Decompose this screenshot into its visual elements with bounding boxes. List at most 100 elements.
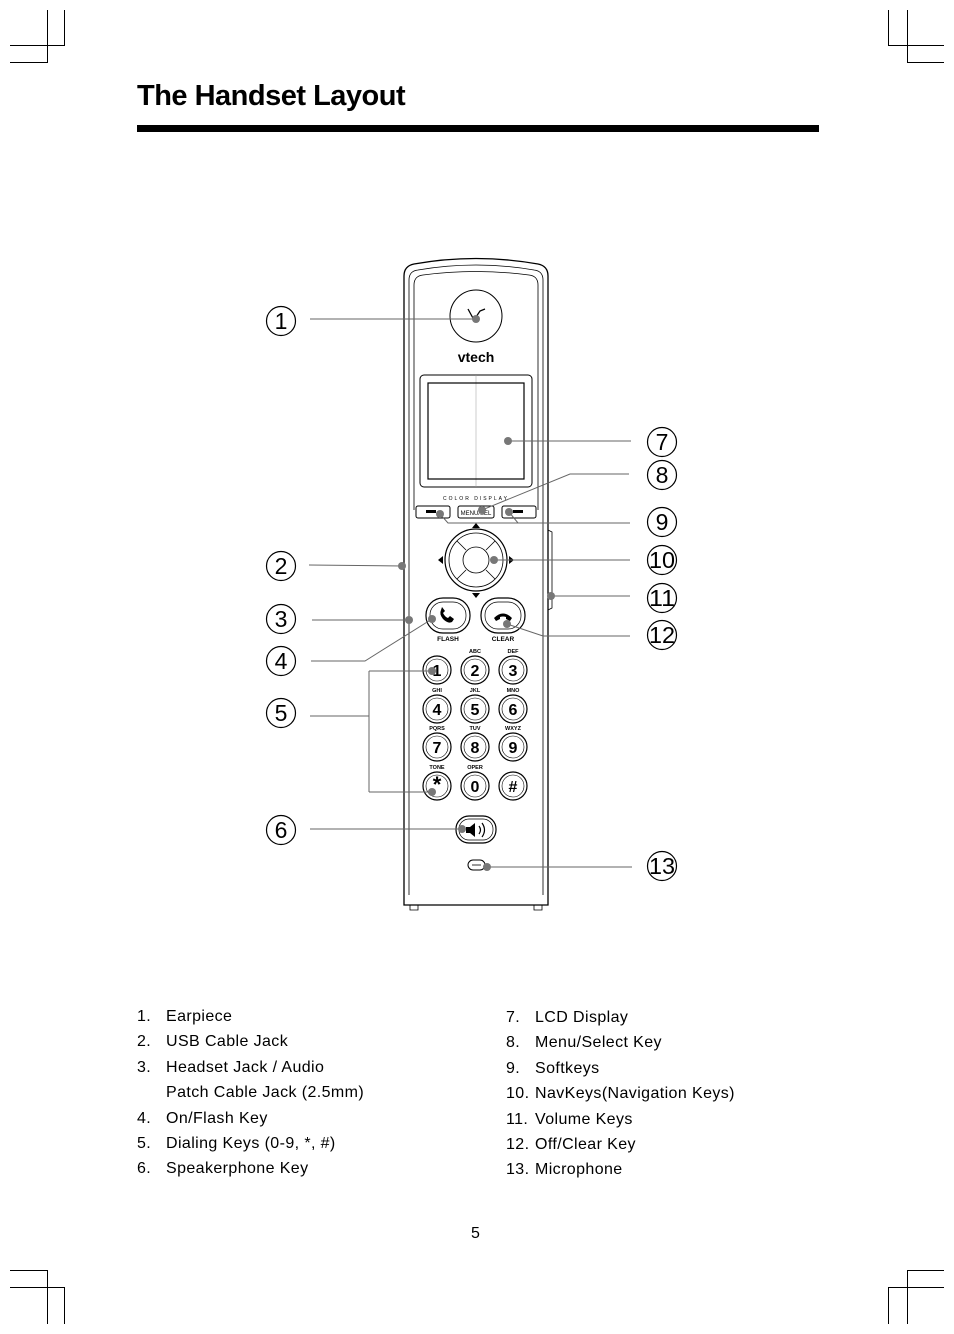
color-display-label: COLOR DISPLAY <box>443 496 509 502</box>
svg-text:5: 5 <box>275 700 288 726</box>
callout-11: 11 <box>646 582 678 614</box>
dial-key-4: 4 GHI <box>422 688 452 724</box>
dial-key-letters: JKL <box>470 688 481 694</box>
dial-key-letters: OPER <box>467 765 483 771</box>
leader-12 <box>506 623 630 637</box>
callout-2: 2 <box>265 550 297 582</box>
handset-body <box>403 257 549 906</box>
callout-5: 5 <box>265 697 297 729</box>
callout-10: 10 <box>646 544 678 576</box>
legend-right: 7.LCD Display 8.Menu/Select Key 9.Softke… <box>506 1005 735 1183</box>
dial-key-letters: WXYZ <box>505 726 522 732</box>
leader-8 <box>481 473 629 511</box>
svg-text:9: 9 <box>656 509 669 535</box>
dial-key-digit: 1 <box>433 663 442 680</box>
dial-key-letters: TUV <box>470 726 481 732</box>
dial-key-9: 9 WXYZ <box>498 726 528 762</box>
legend-item-volume-keys: 11.Volume Keys <box>506 1110 633 1128</box>
legend-item-microphone: 13.Microphone <box>506 1161 623 1179</box>
dial-key-3: 3 DEF <box>498 649 528 685</box>
callout-7: 7 <box>646 426 678 458</box>
callout-8: 8 <box>646 459 678 491</box>
dial-key-8: 8 TUV <box>460 726 490 762</box>
legend-item-on-flash-key: 4.On/Flash Key <box>137 1109 268 1127</box>
dial-key-letters: TONE <box>429 765 445 771</box>
page-number: 5 <box>471 1225 480 1242</box>
callout-3: 3 <box>265 603 297 635</box>
dial-key-star: *TONE <box>422 765 452 801</box>
svg-text:1: 1 <box>275 308 288 334</box>
leader-9 <box>439 511 630 524</box>
svg-text:2: 2 <box>275 553 288 579</box>
svg-text:10: 10 <box>649 547 675 573</box>
legend-item-navkeys: 10.NavKeys(Navigation Keys) <box>506 1085 735 1103</box>
menu-select-key <box>457 505 495 519</box>
legend-item-usb-cable-jack: 2.USB Cable Jack <box>137 1033 289 1051</box>
on-flash-key <box>425 597 471 634</box>
dial-key-digit: # <box>509 779 518 796</box>
leader-5 <box>310 670 432 793</box>
speaker-icon <box>466 823 475 837</box>
legend-item-lcd-display: 7.LCD Display <box>506 1009 629 1026</box>
dial-key-digit: 8 <box>471 740 480 757</box>
svg-text:4: 4 <box>275 648 288 674</box>
dial-key-1: 1 <box>422 655 452 685</box>
dial-key-7: 7 PQRS <box>422 726 452 762</box>
brand-logo: vtech <box>458 349 495 365</box>
lcd-display <box>427 382 525 480</box>
dial-key-letters: MNO <box>507 688 521 694</box>
earpiece <box>449 289 503 343</box>
dial-key-hash: # <box>498 771 528 801</box>
legend-item-off-clear-key: 12.Off/Clear Key <box>506 1135 636 1153</box>
dial-key-6: 6 MNO <box>498 688 528 724</box>
dial-key-letters: GHI <box>432 688 442 694</box>
nav-down-arrow-icon <box>472 593 480 598</box>
leader-2 <box>308 564 403 567</box>
dial-key-digit: 2 <box>471 663 480 680</box>
page-title: The Handset Layout <box>137 80 406 112</box>
dial-key-letters: DEF <box>508 649 520 655</box>
menu-select-label: MENU/SEL <box>461 511 492 517</box>
phone-off-icon <box>494 613 512 621</box>
dial-key-digit: * <box>433 772 442 797</box>
callout-13: 13 <box>646 850 678 882</box>
svg-text:11: 11 <box>649 585 675 611</box>
dial-key-2: 2 ABC <box>460 649 490 685</box>
svg-text:13: 13 <box>649 853 675 879</box>
phone-on-icon <box>440 607 454 623</box>
dial-key-digit: 7 <box>433 740 442 757</box>
softkey-left <box>415 505 451 519</box>
title-rule <box>137 125 819 132</box>
legend-item-speakerphone-key: 6.Speakerphone Key <box>137 1160 309 1178</box>
callout-4: 4 <box>265 645 297 677</box>
dial-key-0: 0 OPER <box>460 765 490 801</box>
dial-key-digit: 6 <box>509 702 518 719</box>
volume-keys-edge <box>547 529 553 611</box>
clear-label: CLEAR <box>492 636 515 643</box>
nav-up-arrow-icon <box>472 523 480 528</box>
legend-left: 1.Earpiece 2.USB Cable Jack 3.Headset Ja… <box>137 1004 364 1182</box>
svg-text:8: 8 <box>656 462 669 488</box>
svg-text:6: 6 <box>275 817 288 843</box>
nav-left-arrow-icon <box>438 556 443 564</box>
dial-key-digit: 0 <box>471 779 480 796</box>
legend-item-earpiece: 1.Earpiece <box>137 1008 233 1025</box>
legend-item-dialing-keys: 5.Dialing Keys (0-9, *, #) <box>137 1134 336 1152</box>
dial-key-digit: 4 <box>433 702 442 719</box>
svg-text:12: 12 <box>649 622 675 648</box>
dial-key-letters: ABC <box>469 649 481 655</box>
dial-key-digit: 3 <box>509 663 518 680</box>
off-clear-key <box>480 597 526 634</box>
svg-text:3: 3 <box>275 606 288 632</box>
svg-text:7: 7 <box>656 429 669 455</box>
dial-key-digit: 9 <box>509 740 518 757</box>
flash-label: FLASH <box>437 636 459 643</box>
leader-4 <box>311 618 433 662</box>
dial-key-letters: PQRS <box>429 726 445 732</box>
callout-12: 12 <box>646 619 678 651</box>
callout-6: 6 <box>265 814 297 846</box>
softkey-right <box>501 505 537 519</box>
